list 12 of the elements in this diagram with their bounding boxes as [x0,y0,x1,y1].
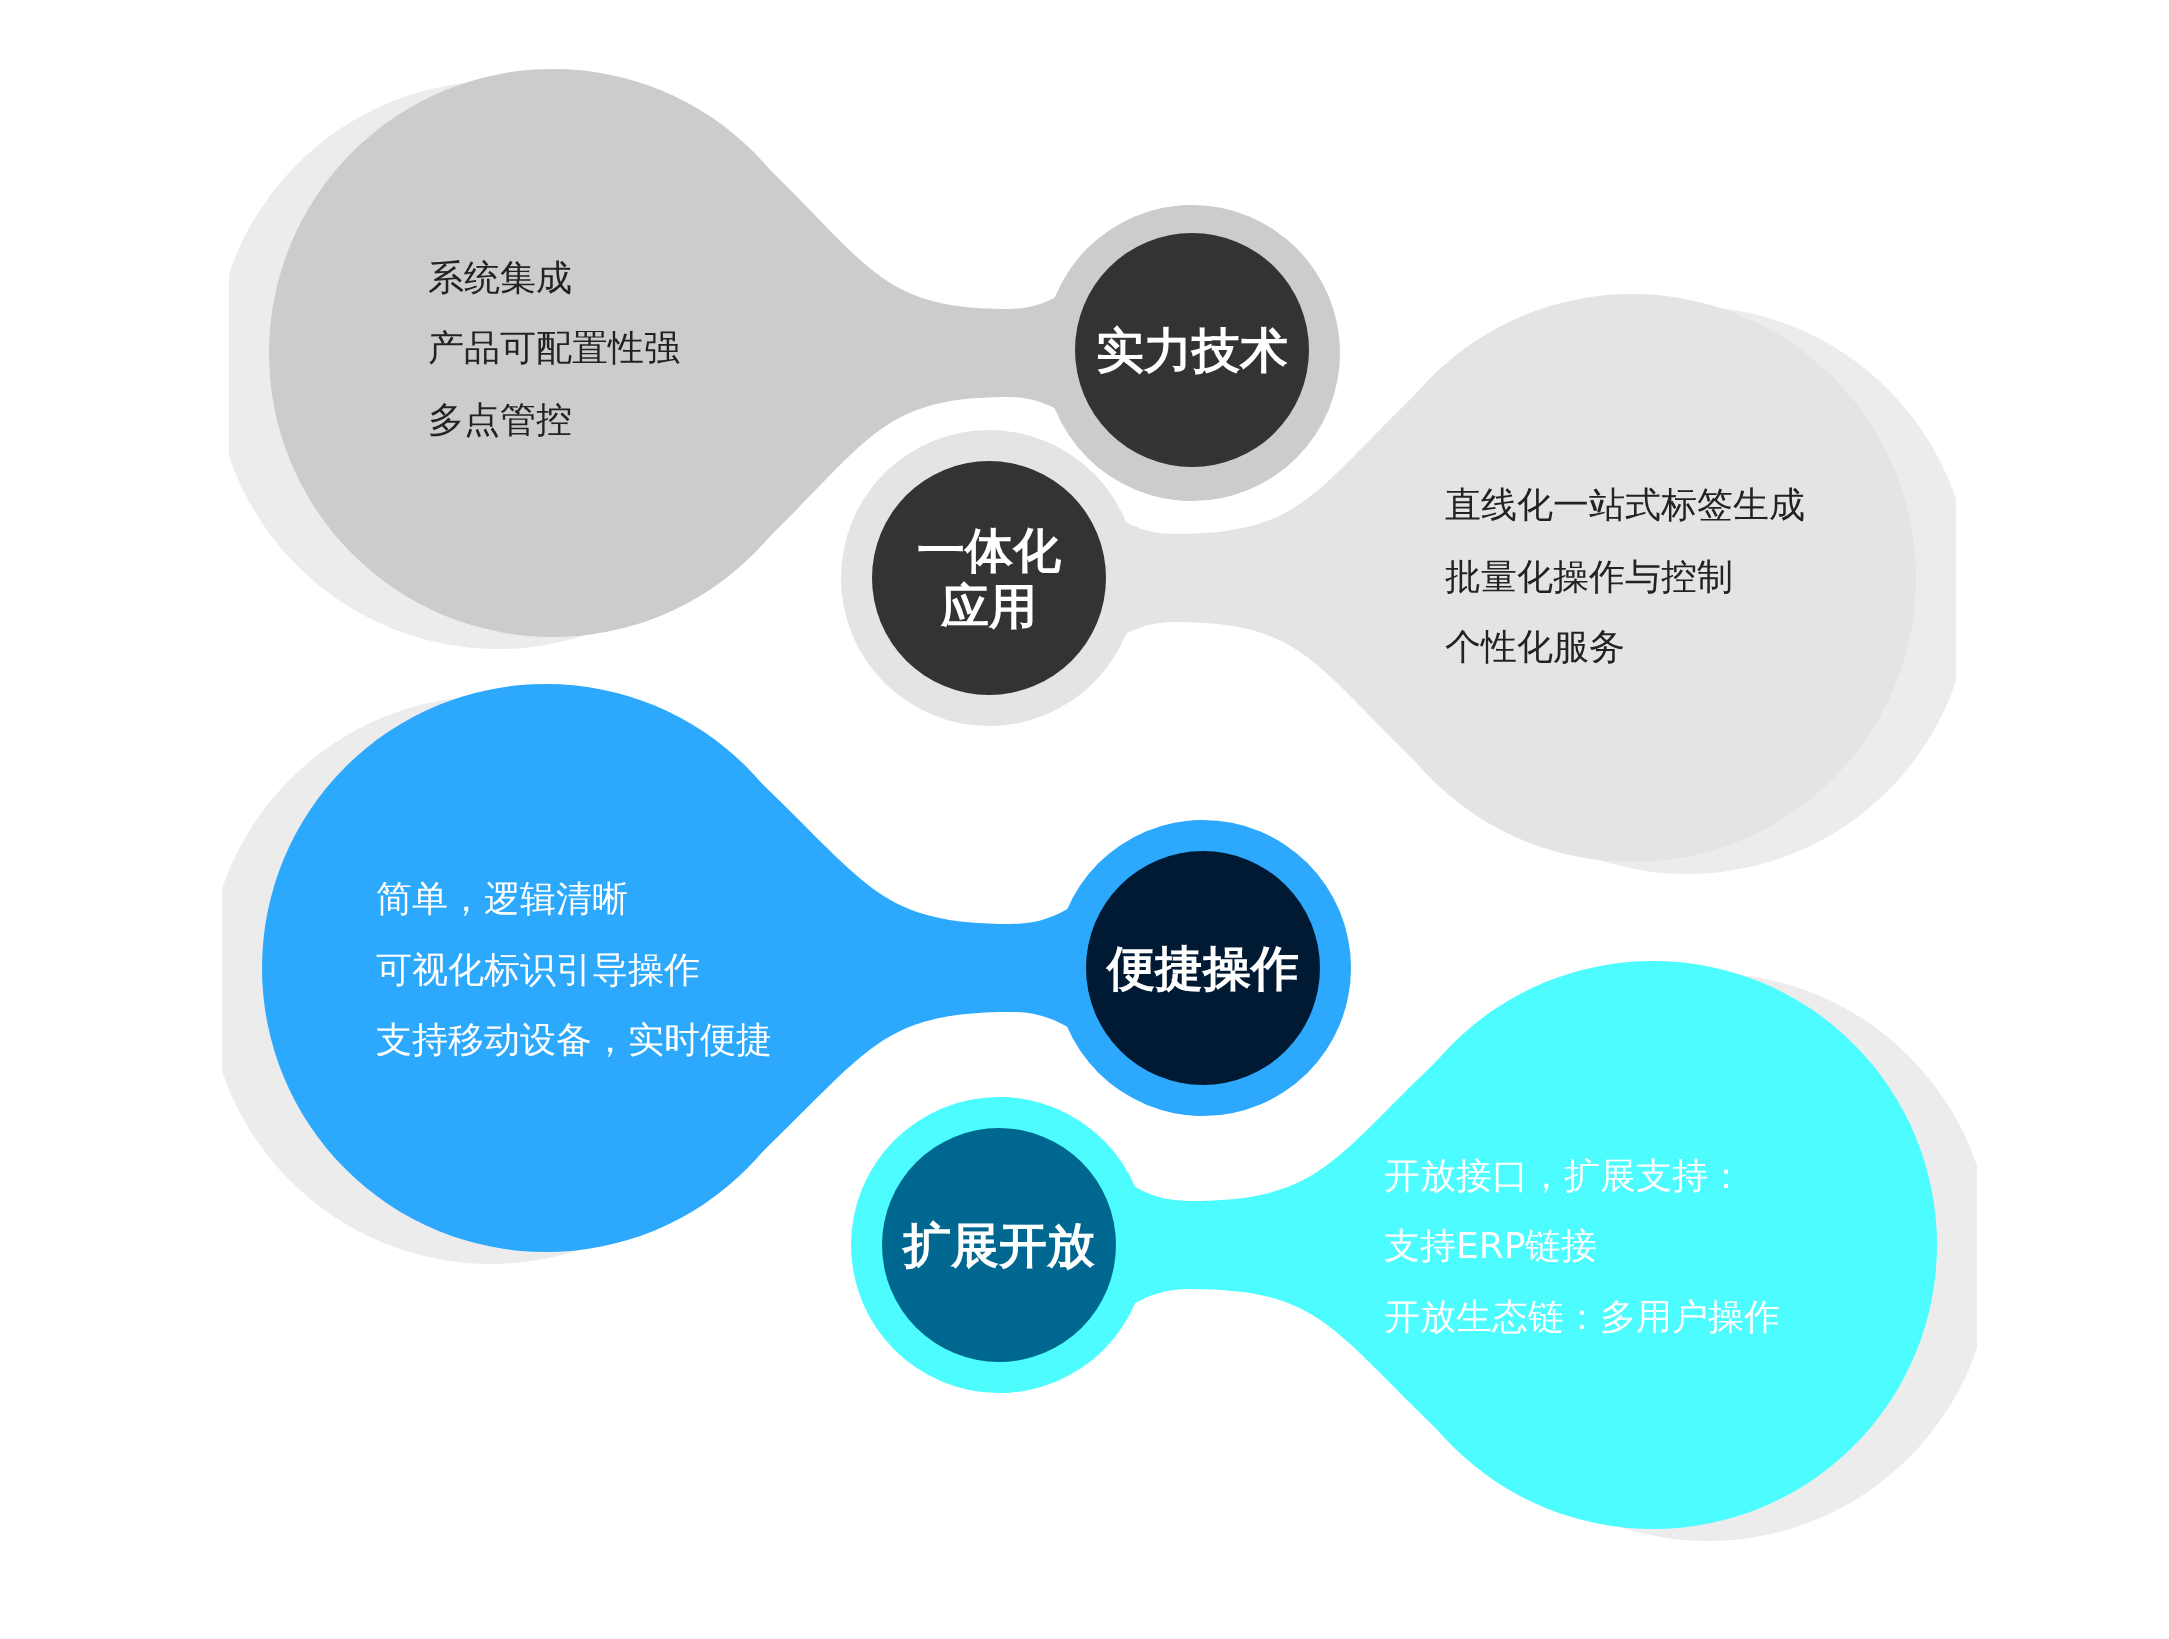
list-item: 个性化服务 [1445,625,1625,669]
list-item: 直线化一站式标签生成 [1445,483,1805,527]
list-item: 支持ERP链接 [1384,1224,1598,1268]
list-item: 开放生态链：多用户操作 [1384,1295,1780,1339]
list-item: 多点管控 [428,398,572,442]
list-item: 批量化操作与控制 [1445,555,1733,599]
list-item: 开放接口，扩展支持： [1384,1154,1744,1198]
list-item: 简单，逻辑清晰 [376,877,628,921]
list-item: 系统集成 [428,256,572,300]
list-item: 支持移动设备，实时便捷 [376,1018,772,1062]
list-item: 产品可配置性强 [428,326,680,370]
list-item: 可视化标识引导操作 [376,948,700,992]
